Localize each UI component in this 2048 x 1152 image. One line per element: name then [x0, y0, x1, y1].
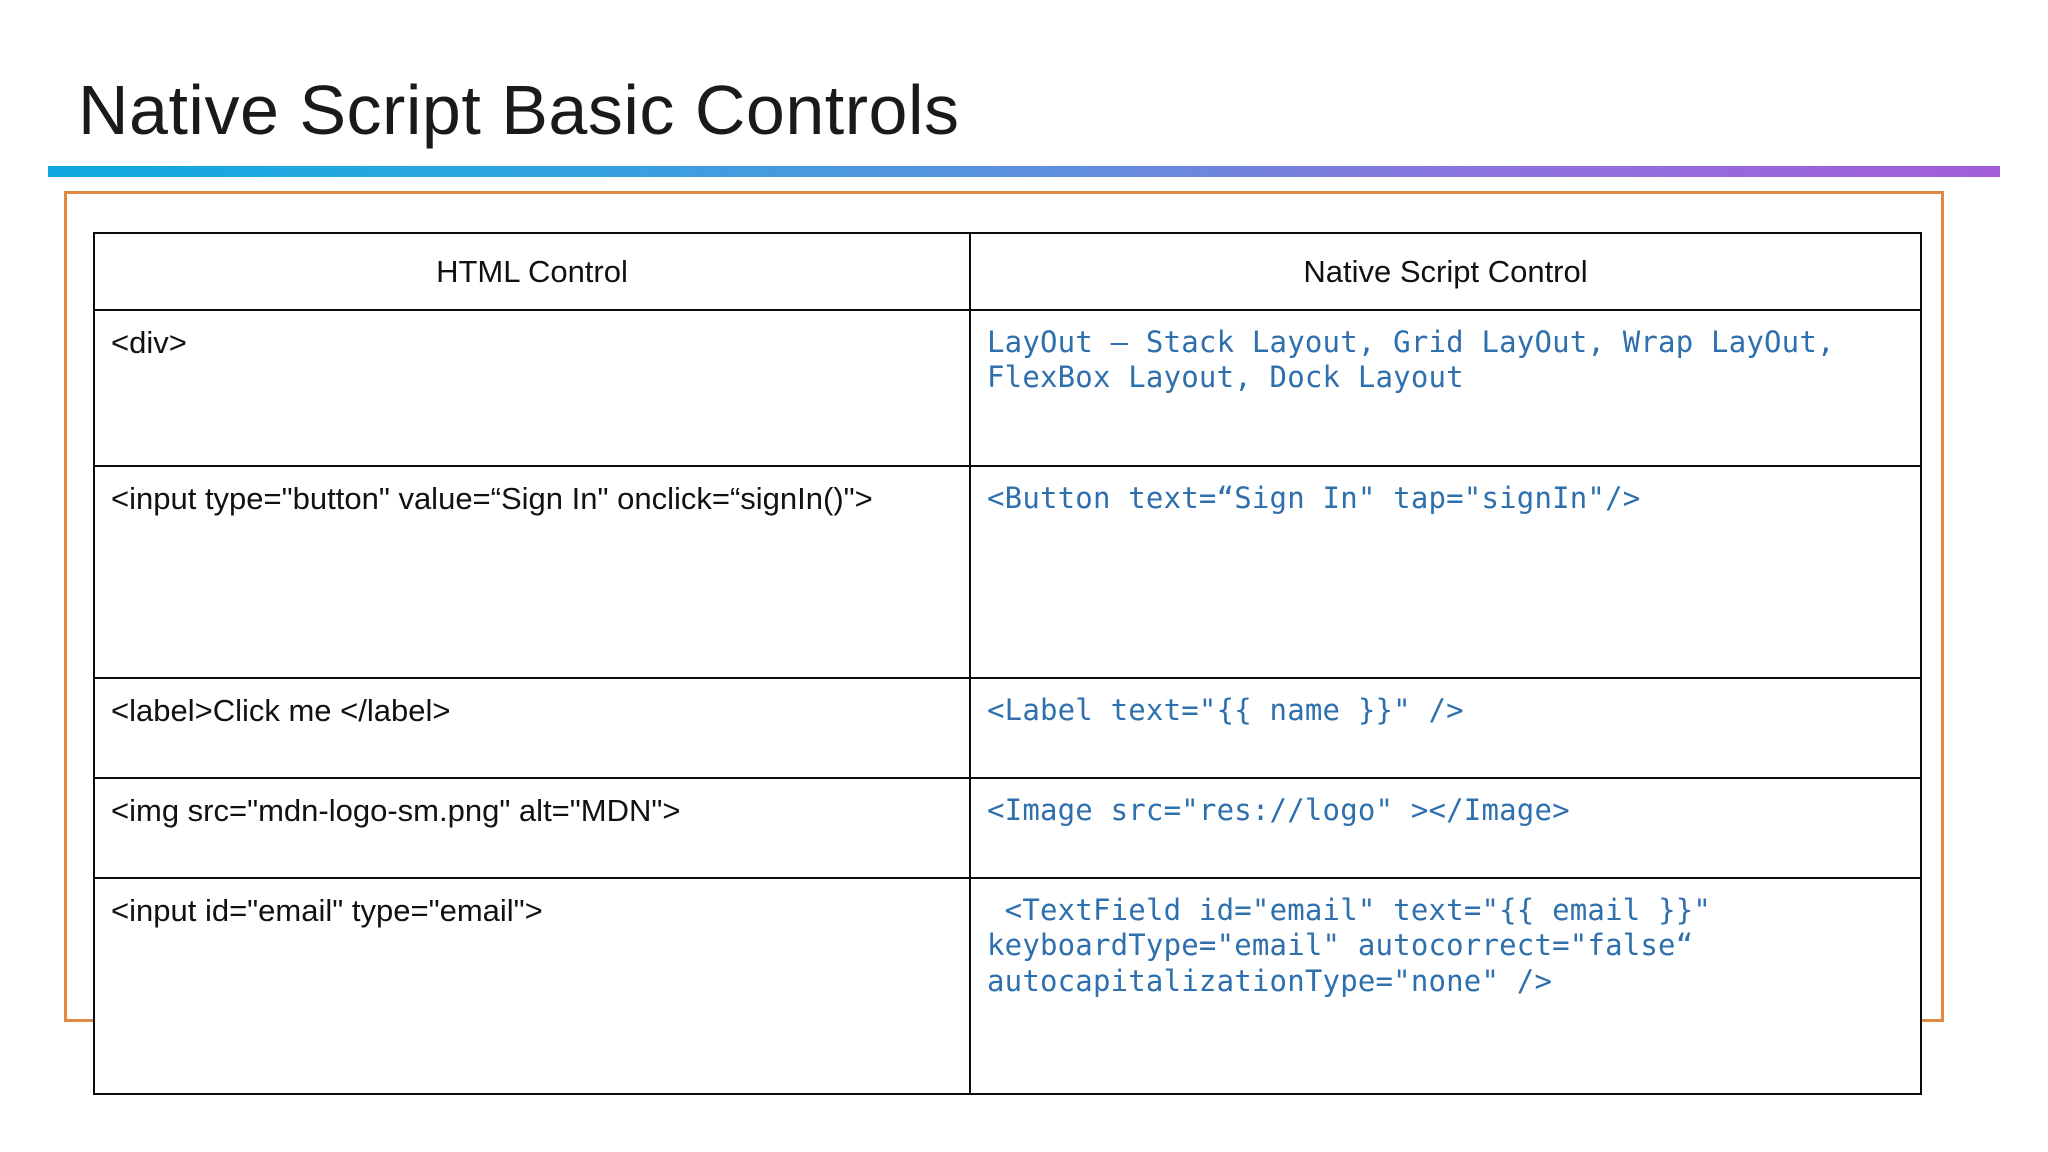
column-header-native: Native Script Control — [969, 232, 1922, 311]
table-row: <input type="button" value=“Sign In" onc… — [93, 465, 1922, 679]
table-row: <label>Click me </label> <Label text="{{… — [93, 677, 1922, 779]
table-row: <input id="email" type="email"> <TextFie… — [93, 877, 1922, 1095]
html-control-label: <label>Click me </label> — [93, 677, 971, 779]
table-row: <img src="mdn-logo-sm.png" alt="MDN"> <I… — [93, 777, 1922, 879]
title-accent-rule — [48, 166, 2000, 177]
native-control-button: <Button text=“Sign In" tap="signIn"/> — [969, 465, 1922, 679]
column-header-html: HTML Control — [93, 232, 971, 311]
native-control-label: <Label text="{{ name }}" /> — [969, 677, 1922, 779]
controls-table: HTML Control Native Script Control <div>… — [93, 232, 1922, 1095]
native-control-layout: LayOut – Stack Layout, Grid LayOut, Wrap… — [969, 309, 1922, 467]
html-control-input-email: <input id="email" type="email"> — [93, 877, 971, 1095]
table-header-row: HTML Control Native Script Control — [93, 232, 1922, 311]
html-control-input-button: <input type="button" value=“Sign In" onc… — [93, 465, 971, 679]
table-row: <div> LayOut – Stack Layout, Grid LayOut… — [93, 309, 1922, 467]
html-control-div: <div> — [93, 309, 971, 467]
native-control-image: <Image src="res://logo" ></Image> — [969, 777, 1922, 879]
html-control-img: <img src="mdn-logo-sm.png" alt="MDN"> — [93, 777, 971, 879]
native-control-textfield: <TextField id="email" text="{{ email }}"… — [969, 877, 1922, 1095]
page-title: Native Script Basic Controls — [78, 71, 960, 149]
